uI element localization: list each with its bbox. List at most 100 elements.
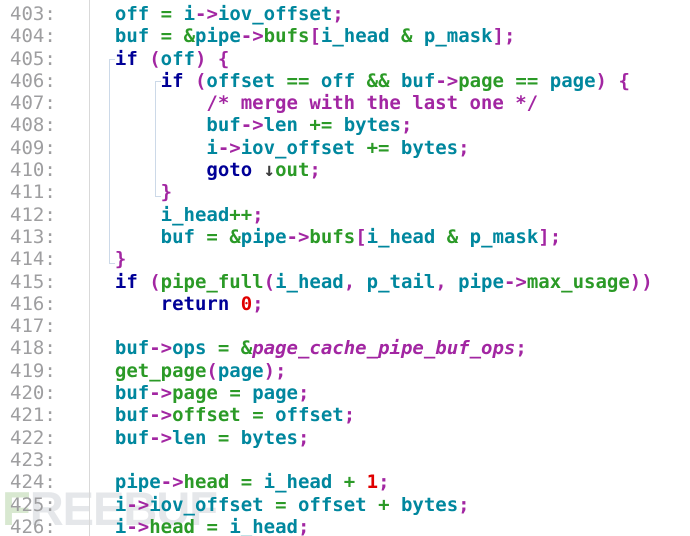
code-token: ]; [492, 25, 516, 48]
code-token [355, 471, 366, 493]
code-token: == [286, 69, 310, 92]
line-number: 413: [10, 225, 56, 248]
code-token: page [217, 359, 264, 382]
code-token [138, 271, 149, 293]
code-line: 413:buf = &pipe->bufs[i_head & p_mask]; [0, 226, 690, 248]
code-token: && [366, 69, 390, 92]
code-text: i->iov_offset += bytes; [89, 136, 469, 159]
line-number: 407: [10, 92, 56, 115]
line-number: 425: [10, 493, 56, 516]
code-token: -> [286, 225, 310, 248]
code-token [229, 293, 240, 315]
code-line: 407:/* merge with the last one */ [0, 92, 690, 114]
code-line: 414:} [0, 248, 690, 270]
line-number: 418: [10, 337, 56, 360]
code-token: = [240, 471, 253, 494]
code-token: page [549, 69, 596, 92]
code-token: get_page [114, 359, 207, 382]
code-token: -> [195, 3, 218, 25]
code-token: goto [206, 159, 253, 182]
code-token: -> [149, 382, 173, 405]
code-line: 425: i->iov_offset = offset + bytes; [0, 494, 690, 516]
code-token: -> [240, 114, 264, 137]
code-token: i_head [366, 225, 436, 248]
code-token: += [366, 136, 390, 159]
code-token [447, 271, 458, 293]
code-token: ); [263, 359, 287, 382]
code-token [458, 226, 469, 248]
line-number: 405: [10, 47, 56, 70]
code-token: ( [206, 359, 218, 382]
code-token: & [240, 337, 253, 360]
code-token: -> [240, 25, 264, 48]
code-token: & [229, 225, 241, 248]
code-line: 410:goto ↓out; [0, 159, 690, 181]
code-token [390, 70, 401, 92]
line-number: 415: [10, 270, 56, 293]
code-token: bufs [263, 25, 310, 48]
code-token: ; [309, 159, 321, 182]
code-token: -> [217, 136, 241, 159]
code-token: len [172, 426, 207, 449]
code-token: ; [252, 203, 264, 226]
code-token [287, 494, 298, 516]
code-token: buf [160, 225, 195, 248]
code-token: )) [629, 270, 653, 293]
code-token [389, 137, 400, 159]
code-line: 416:return 0; [0, 293, 690, 315]
code-token: 0 [240, 292, 253, 315]
code-token: = [275, 493, 287, 516]
code-token [149, 3, 160, 25]
code-text: buf->offset = offset; [89, 404, 355, 426]
code-token: ( [263, 270, 276, 293]
code-token: ops [172, 337, 207, 360]
code-token: ]; [538, 225, 562, 248]
code-token: page [172, 382, 218, 405]
code-token: -> [126, 493, 150, 516]
code-token: bytes [343, 114, 401, 137]
code-token [184, 70, 195, 92]
code-text: i->head = i_head; [89, 515, 310, 536]
code-line: 423: [0, 449, 690, 471]
code-token: offset [275, 404, 344, 427]
code-token: pipe [240, 225, 287, 248]
code-text: buf = &pipe->bufs[i_head & p_mask]; [89, 25, 516, 48]
code-token [355, 137, 366, 159]
code-line: 404:buf = &pipe->bufs[i_head & p_mask]; [0, 25, 690, 47]
code-token [332, 114, 343, 136]
code-token: ; [400, 114, 413, 137]
line-number: 424: [10, 471, 56, 494]
code-token: head [183, 471, 230, 494]
code-token: bytes [400, 493, 459, 516]
code-token: iov_offset [240, 136, 356, 159]
code-token: [ [355, 225, 367, 248]
code-token: -> [160, 471, 184, 494]
code-token: i_head [160, 203, 230, 226]
code-token [206, 337, 217, 359]
watermark-rest: REEBUF [29, 482, 218, 535]
code-token: bufs [309, 225, 356, 248]
code-token: , [343, 270, 356, 293]
code-token: buf [114, 382, 150, 405]
code-token: & [183, 25, 196, 48]
code-token: ; [297, 382, 310, 405]
code-token: ; [252, 292, 264, 315]
code-token: iov_offset [149, 493, 264, 516]
code-token: = [206, 225, 218, 248]
code-token: -> [126, 515, 150, 536]
code-token [390, 494, 401, 516]
goto-down-arrow-icon[interactable]: ↓ [263, 159, 276, 182]
code-token [172, 3, 183, 25]
code-token [538, 70, 549, 92]
code-token: buf [114, 25, 150, 48]
code-token: offset [206, 69, 276, 92]
code-text: if (offset == off && buf->page == page) … [89, 70, 630, 92]
code-token: max_usage [526, 270, 630, 293]
code-token: head [149, 515, 195, 536]
scope-guide-line [108, 59, 115, 264]
code-token [504, 70, 515, 92]
code-token: pipe [114, 471, 161, 494]
code-token [390, 25, 401, 47]
code-token: [ [309, 25, 321, 48]
code-text: i->iov_offset = offset + bytes; [89, 494, 470, 516]
